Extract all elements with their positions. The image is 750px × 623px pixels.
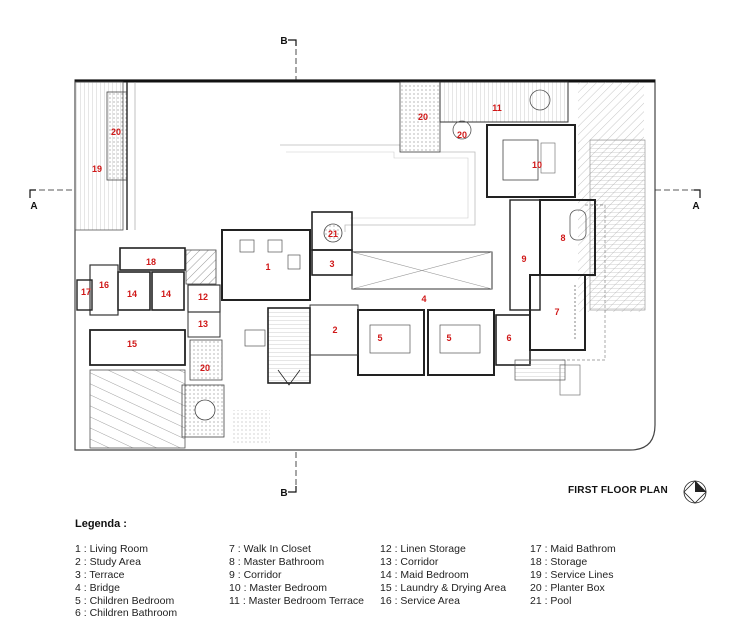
room-label-9: 9 [521,254,526,264]
legend-column-4: 17 : Maid Bathrom 18 : Storage 19 : Serv… [530,543,616,607]
room-label-16: 16 [99,280,109,290]
maid-bedroom-b [151,271,185,311]
legend-column-2: 7 : Walk In Closet 8 : Master Bathroom 9… [229,543,364,607]
site-boundary [74,79,656,451]
room-label-3: 3 [329,259,334,269]
room-label-20c: 20 [457,130,467,140]
section-mark-a-right: A [692,201,699,212]
room-label-7: 7 [554,307,559,317]
staircase [267,307,311,384]
room-label-5a: 5 [377,333,382,343]
legend-title: Legenda : [75,518,127,530]
legend-column-1: 1 : Living Room 2 : Study Area 3 : Terra… [75,543,177,620]
children-bedroom-a [357,309,425,376]
room-label-21: 21 [328,229,338,239]
room-label-14a: 14 [127,289,137,299]
walk-in-closet [529,274,586,351]
planter-box-terrace [399,81,441,153]
legend-item: 15 : Laundry & Drying Area [380,581,507,594]
room-label-5b: 5 [446,333,451,343]
legend-item: 14 : Maid Bedroom [380,568,469,581]
legend-item: 11 : Master Bedroom Terrace [229,594,365,607]
master-terrace [439,81,569,123]
legend-item: 20 : Planter Box [530,581,605,594]
room-label-20a: 20 [111,127,121,137]
service-area [89,264,119,316]
children-bathroom [495,314,531,366]
room-label-4: 4 [421,294,426,304]
section-mark-b-top: B [280,36,287,47]
room-label-19: 19 [92,164,102,174]
room-label-20b: 20 [418,112,428,122]
corridor-9 [509,199,541,311]
legend-item: 13 : Corridor [380,555,439,568]
legend-item: 21 : Pool [530,594,572,607]
laundry-drying [89,329,186,366]
room-label-6: 6 [506,333,511,343]
north-arrow-icon [683,480,707,504]
legend-item: 12 : Linen Storage [380,543,466,555]
legend-item: 10 : Master Bedroom [229,581,328,594]
section-mark-a-left: A [30,201,37,212]
legend-item: 2 : Study Area [75,555,141,568]
room-label-11: 11 [492,103,502,113]
room-label-14b: 14 [161,289,171,299]
legend-item: 3 : Terrace [75,568,125,581]
legend-item: 19 : Service Lines [530,568,614,581]
planter-box-bottom [189,339,223,381]
room-label-1: 1 [265,262,270,272]
legend-column-3: 12 : Linen Storage 13 : Corridor 14 : Ma… [380,543,506,607]
room-label-2: 2 [332,325,337,335]
deck-bottom-left [89,369,186,449]
room-label-13: 13 [198,319,208,329]
room-label-10: 10 [532,160,542,170]
room-label-18: 18 [146,257,156,267]
legend-item: 8 : Master Bathroom [229,555,325,568]
living-room [221,229,311,301]
room-label-17: 17 [81,287,91,297]
legend-item: 17 : Maid Bathrom [530,543,616,555]
legend-item: 9 : Corridor [229,568,282,581]
legend-item: 7 : Walk In Closet [229,543,311,555]
pool [311,211,353,251]
plan-title: FIRST FLOOR PLAN [568,485,668,496]
children-bedroom-b [427,309,495,376]
room-label-15: 15 [127,339,137,349]
room-label-20d: 20 [200,363,210,373]
room-label-12: 12 [198,292,208,302]
storage [119,247,186,271]
legend-item: 18 : Storage [530,555,588,568]
legend-item: 4 : Bridge [75,581,120,594]
section-mark-b-bottom: B [280,488,287,499]
master-bedroom [486,124,576,198]
corridor-13 [187,311,221,338]
legend-item: 16 : Service Area [380,594,460,607]
legend-item: 5 : Children Bedroom [75,594,175,607]
maid-bathroom [76,279,93,311]
legend-item: 1 : Living Room [75,543,148,555]
room-label-8: 8 [560,233,565,243]
legend-item: 6 : Children Bathroom [75,607,178,620]
